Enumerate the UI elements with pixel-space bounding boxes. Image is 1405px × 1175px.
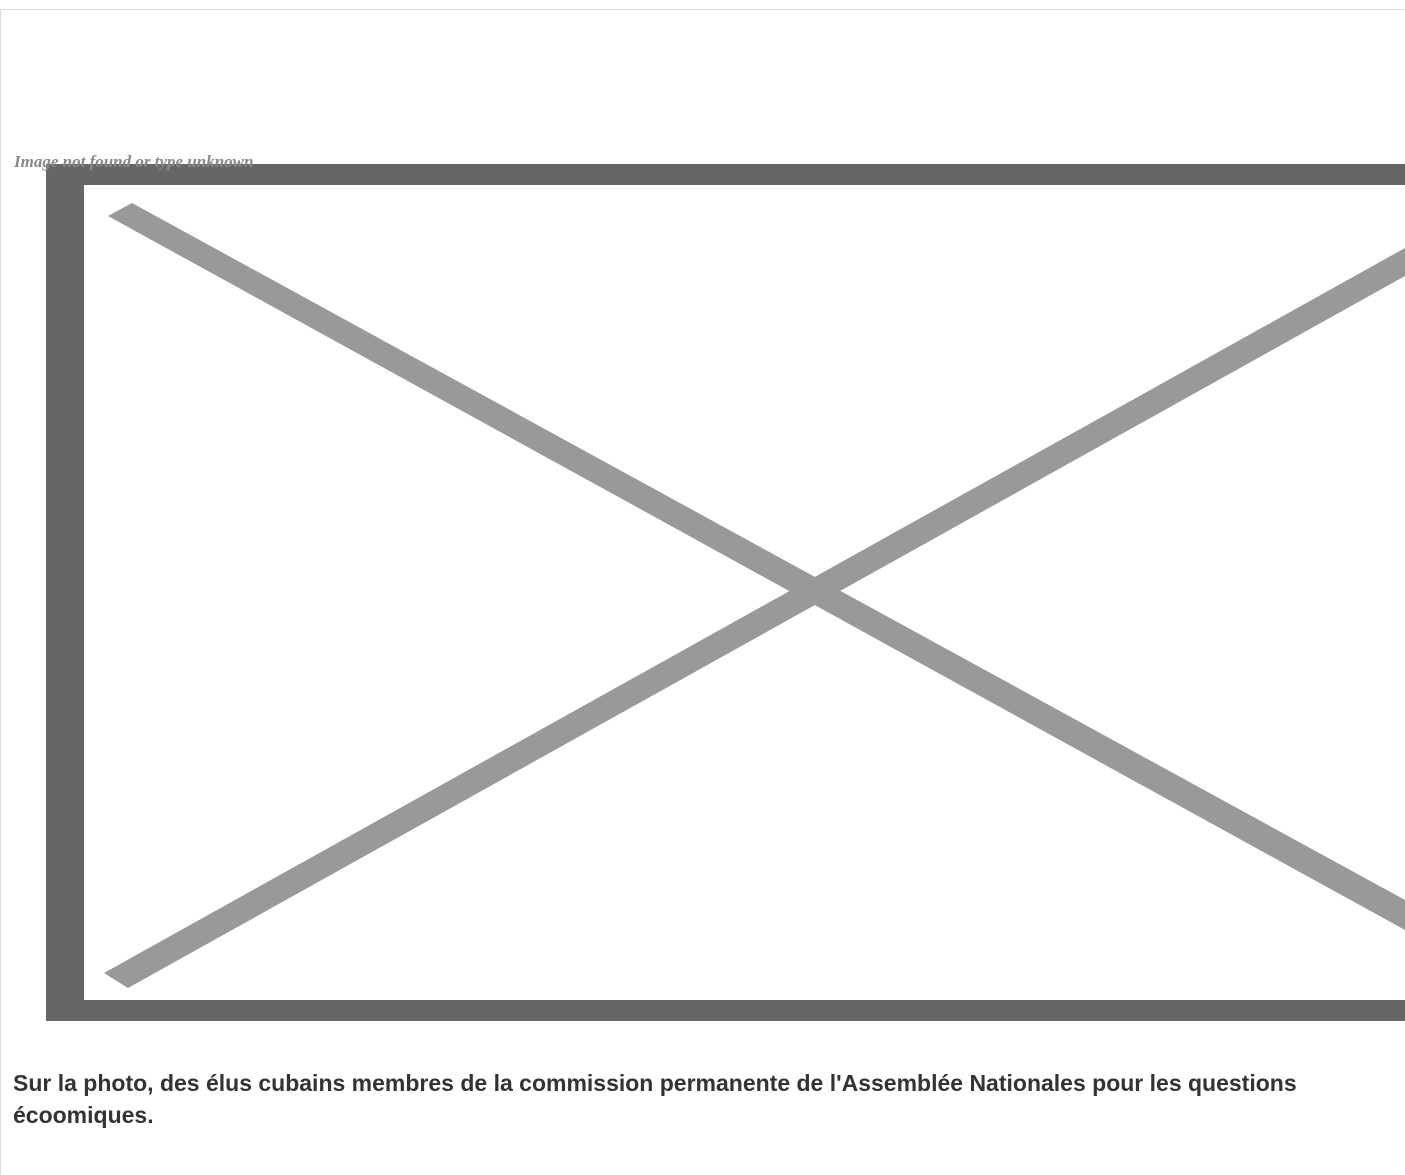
broken-image: Image not found or type unknown — [14, 152, 1405, 1021]
broken-image-cross-stroke-2 — [104, 248, 1405, 988]
broken-image-cross-stroke-1 — [108, 203, 1405, 930]
broken-image-icon — [46, 164, 1405, 1021]
photo-caption: Sur la photo, des élus cubains membres d… — [13, 1070, 1297, 1128]
page-frame — [0, 9, 1405, 1175]
image-alt-text: Image not found or type unknown — [14, 152, 254, 171]
